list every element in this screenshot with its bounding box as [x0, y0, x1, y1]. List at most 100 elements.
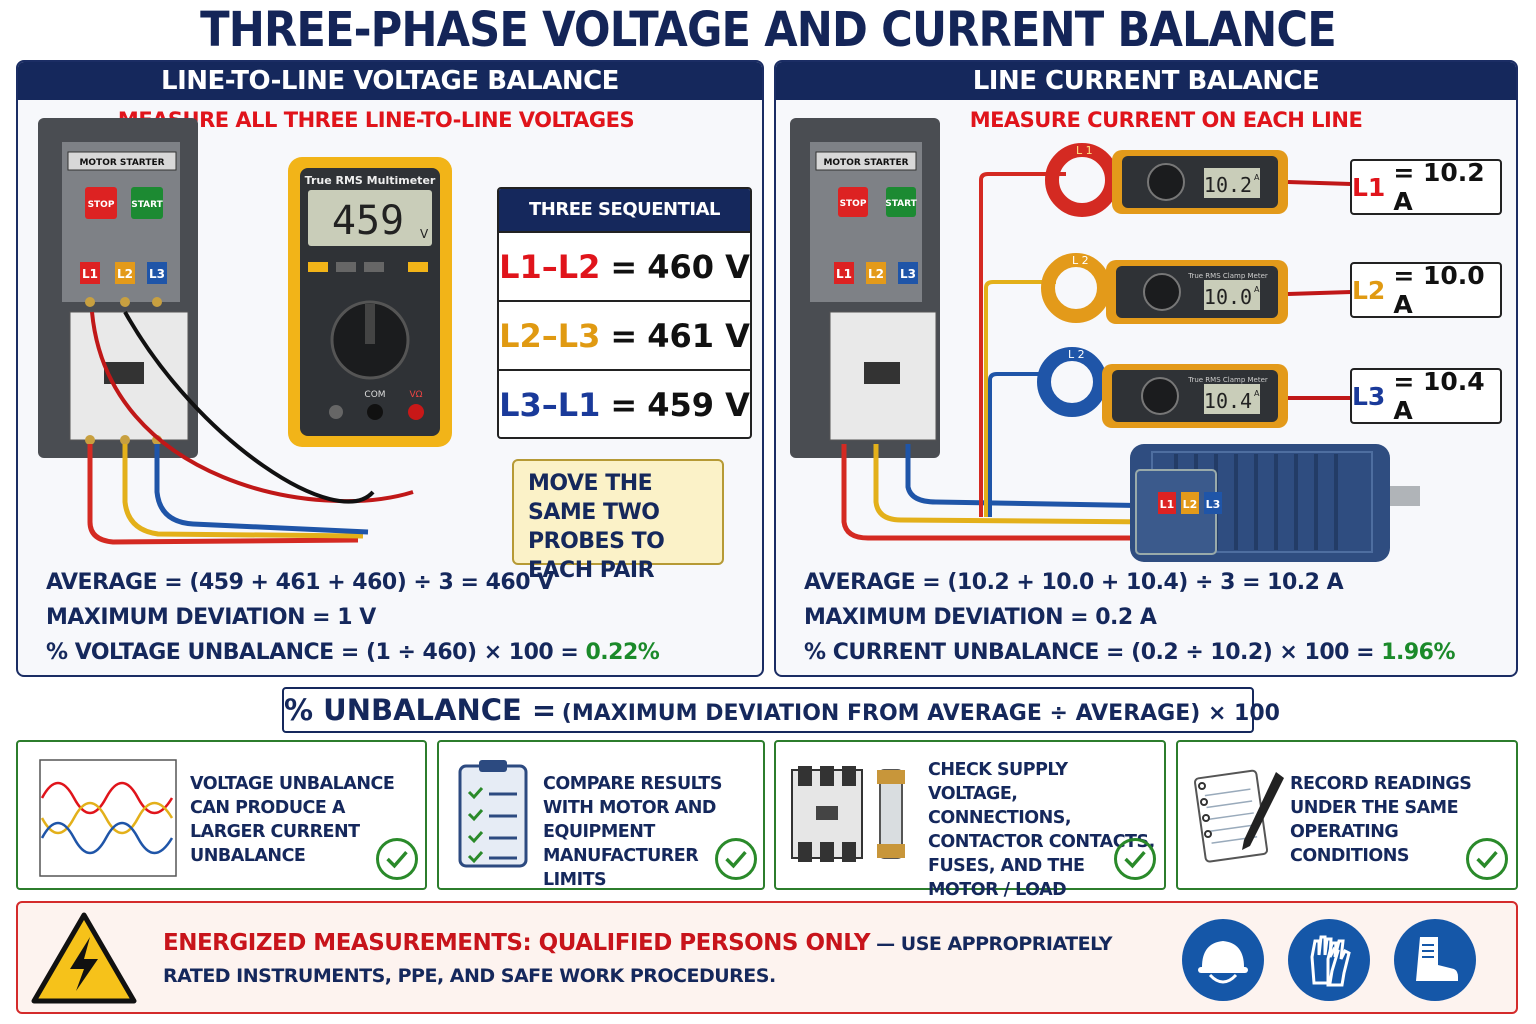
warning-text: ENERGIZED MEASUREMENTS: QUALIFIED PERSON… — [163, 927, 1163, 992]
contactor-fuse-icon — [791, 766, 905, 862]
clamp-display: 10.2 — [1204, 173, 1252, 197]
current-reading-l1: L1 = 10.2 A — [1350, 158, 1502, 216]
starter-label: MOTOR STARTER — [823, 158, 908, 168]
current-panel-header: LINE CURRENT BALANCE — [776, 62, 1516, 100]
voltage-unbalance-calc: % VOLTAGE UNBALANCE = (1 ÷ 460) × 100 = … — [46, 640, 660, 665]
multimeter-title: True RMS Multimeter — [305, 174, 436, 187]
terminal-l3-label: L3 — [900, 267, 916, 281]
reading-row-l1-l2: L1–L2 = 460 V — [499, 231, 750, 300]
current-max-deviation: MAXIMUM DEVIATION = 0.2 A — [804, 605, 1157, 630]
multimeter-display-value: 459 — [332, 198, 404, 244]
three-sequential-readings-table: THREE SEQUENTIAL READINGS L1–L2 = 460 V … — [497, 187, 752, 439]
check-icon — [715, 838, 757, 880]
clamp-display: 10.0 — [1204, 285, 1252, 309]
clamp-meter-l3: L 2 True RMS Clamp Meter 10.4 A — [1037, 347, 1351, 428]
formula-lhs: % UNBALANCE = — [284, 693, 557, 727]
check-icon — [376, 838, 418, 880]
readings-title: THREE SEQUENTIAL READINGS — [499, 189, 750, 262]
clamp-jaw-label: L 2 — [1072, 254, 1089, 267]
voltage-measurement-diagram: MOTOR STARTER STOP START L1 L2 L3 Tru — [38, 118, 452, 545]
clipboard-checklist-icon — [458, 760, 528, 868]
current-line-label: L3 — [1352, 381, 1386, 411]
reading-pair: L1–L2 — [499, 247, 601, 286]
tip-text: COMPARE RESULTS WITH MOTOR AND EQUIPMENT… — [543, 774, 722, 890]
clamp-meter-l1: L 1 10.2 A — [1045, 143, 1352, 217]
current-average-calc: AVERAGE = (10.2 + 10.0 + 10.4) ÷ 3 = 10.… — [804, 570, 1344, 595]
voltage-balance-panel: LINE-TO-LINE VOLTAGE BALANCE MEASURE ALL… — [16, 60, 764, 677]
check-icon — [1466, 838, 1508, 880]
clamp-unit: A — [1254, 285, 1260, 294]
warning-headline: ENERGIZED MEASUREMENTS: QUALIFIED PERSON… — [163, 930, 871, 956]
reading-pair: L3–L1 — [499, 385, 601, 424]
stop-button-label: STOP — [840, 199, 867, 209]
page-title: THREE-PHASE VOLTAGE AND CURRENT BALANCE — [200, 2, 1337, 58]
vohm-jack — [408, 404, 424, 420]
current-unbalance-result: 1.96% — [1381, 640, 1456, 665]
tip-card-check-supply: CHECK SUPPLY VOLTAGE, CONNECTIONS, CONTA… — [774, 740, 1166, 900]
gloves-icon — [1288, 919, 1370, 1001]
current-value: = 10.0 A — [1393, 261, 1485, 319]
safety-warning-banner: ENERGIZED MEASUREMENTS: QUALIFIED PERSON… — [16, 901, 1518, 1014]
vohm-label: VΩ — [409, 390, 422, 400]
current-panel-subheader: MEASURE CURRENT ON EACH LINE — [969, 108, 1363, 132]
high-voltage-warning-icon — [31, 912, 137, 1004]
tip-text: VOLTAGE UNBALANCE CAN PRODUCE A LARGER C… — [190, 774, 395, 866]
motor-terminal-l3: L3 — [1206, 498, 1221, 511]
notebook-pen-icon — [1193, 769, 1284, 863]
motor-terminal-l2: L2 — [1183, 498, 1198, 511]
terminal-l2-label: L2 — [117, 267, 133, 281]
reading-eq: = — [610, 316, 638, 355]
tip-text: RECORD READINGS UNDER THE SAME OPERATING… — [1290, 774, 1472, 866]
current-value: = 10.4 A — [1393, 367, 1485, 425]
clamp-jaw-label: L 2 — [1068, 348, 1085, 361]
reading-eq: = — [610, 385, 638, 424]
clamp-unit: A — [1254, 389, 1260, 398]
tip-text: CHECK SUPPLY VOLTAGE, CONNECTIONS, CONTA… — [928, 760, 1155, 900]
clamp-title: True RMS Clamp Meter — [1187, 272, 1268, 280]
clamp-unit: A — [1254, 173, 1260, 182]
clamp-display: 10.4 — [1204, 389, 1252, 413]
start-button-label: START — [131, 200, 163, 210]
formula-rhs: (MAXIMUM DEVIATION FROM AVERAGE ÷ AVERAG… — [561, 701, 1280, 726]
clamp-title: True RMS Clamp Meter — [1187, 376, 1268, 384]
tip-card-compare-results: COMPARE RESULTS WITH MOTOR AND EQUIPMENT… — [437, 740, 765, 890]
terminal-l1-label: L1 — [836, 267, 852, 281]
com-label: COM — [364, 390, 385, 400]
current-value: = 10.2 A — [1393, 158, 1485, 216]
stop-button-label: STOP — [88, 200, 115, 210]
multimeter: True RMS Multimeter 459 V COM VΩ — [288, 157, 452, 447]
terminal-l3-label: L3 — [149, 267, 165, 281]
safety-boot-icon — [1394, 919, 1476, 1001]
terminal-l1-label: L1 — [82, 267, 98, 281]
hard-hat-icon — [1182, 919, 1264, 1001]
current-line-label: L1 — [1352, 172, 1386, 202]
reading-row-l3-l1: L3–L1 = 459 V — [499, 369, 750, 437]
voltage-unbalance-prefix: % VOLTAGE UNBALANCE = (1 ÷ 460) × 100 = — [46, 640, 586, 665]
tip-card-voltage-unbalance: VOLTAGE UNBALANCE CAN PRODUCE A LARGER C… — [16, 740, 427, 890]
probe-note: MOVE THE SAME TWO PROBES TO EACH PAIR — [512, 459, 724, 583]
voltage-panel-header: LINE-TO-LINE VOLTAGE BALANCE — [18, 62, 762, 100]
current-unbalance-prefix: % CURRENT UNBALANCE = (0.2 ÷ 10.2) × 100… — [804, 640, 1382, 665]
check-icon — [1114, 838, 1156, 880]
reading-value: 459 V — [647, 385, 750, 424]
current-unbalance-calc: % CURRENT UNBALANCE = (0.2 ÷ 10.2) × 100… — [804, 640, 1456, 665]
clamp-jaw-label: L 1 — [1076, 144, 1093, 157]
reading-eq: = — [610, 247, 638, 286]
warning-detail: — USE APPROPRIATELY RATED INSTRUMENTS, P… — [163, 933, 1113, 987]
voltage-max-deviation: MAXIMUM DEVIATION = 1 V — [46, 605, 376, 630]
current-balance-panel: LINE CURRENT BALANCE MEASURE CURRENT ON … — [774, 60, 1518, 677]
unbalance-formula: % UNBALANCE = (MAXIMUM DEVIATION FROM AV… — [282, 687, 1280, 733]
terminal-l2-label: L2 — [868, 267, 884, 281]
reading-value: 460 V — [647, 247, 750, 286]
com-jack — [367, 404, 383, 420]
tip-card-record-readings: RECORD READINGS UNDER THE SAME OPERATING… — [1176, 740, 1518, 890]
reading-row-l2-l3: L2–L3 = 461 V — [499, 300, 750, 369]
current-line-label: L2 — [1352, 275, 1386, 305]
clamp-meter-l2: L 2 True RMS Clamp Meter 10.0 A — [1041, 253, 1352, 324]
multimeter-display-unit: V — [420, 227, 429, 241]
waveform-icon — [39, 759, 177, 877]
current-reading-l3: L3 = 10.4 A — [1350, 367, 1502, 425]
start-button-label: START — [885, 199, 917, 209]
voltage-panel-subheader: MEASURE ALL THREE LINE-TO-LINE VOLTAGES — [117, 108, 635, 132]
reading-pair: L2–L3 — [499, 316, 601, 355]
